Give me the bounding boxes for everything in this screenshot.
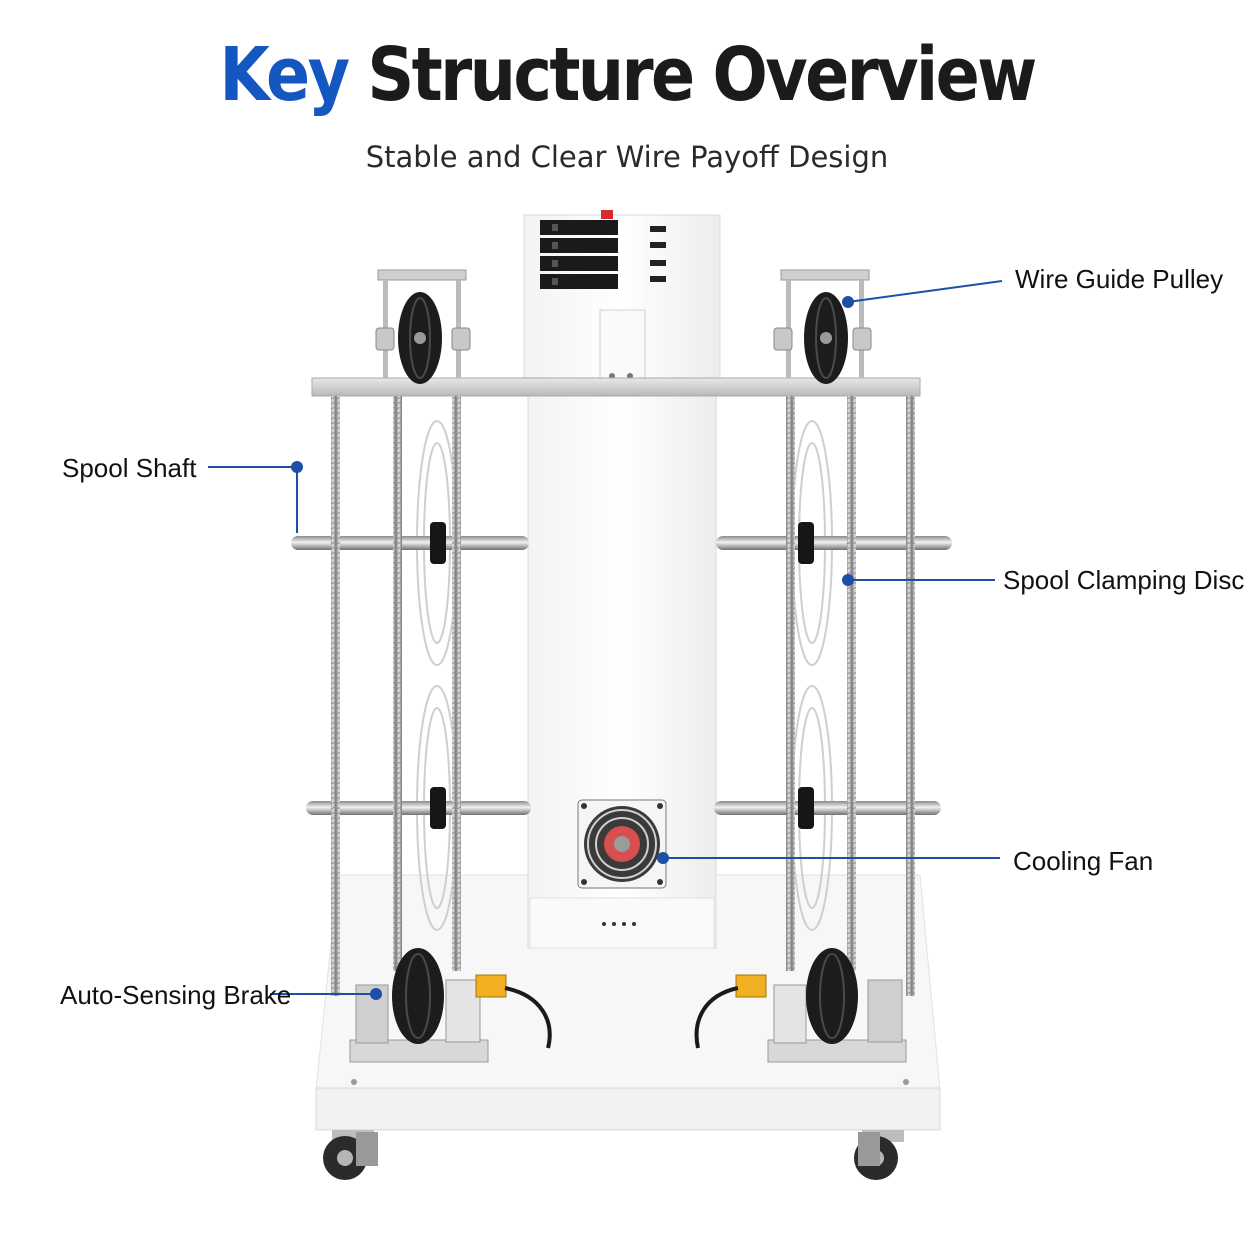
- title-rest: Structure Overview: [367, 32, 1037, 118]
- callout-auto-sensing-brake: Auto-Sensing Brake: [60, 980, 292, 1010]
- wire-guide-pulley-right: [773, 269, 872, 384]
- title-accent: Key: [219, 32, 350, 118]
- spool-clamping-disc-lower-left: [430, 787, 446, 829]
- spool-shaft-lower-right: [714, 801, 941, 815]
- callout-lines: [208, 280, 1003, 1000]
- spool-shaft-upper-left: [291, 536, 529, 550]
- callout-spool-shaft: Spool Shaft: [62, 453, 197, 483]
- wire-guide-pulley-left: [375, 269, 471, 384]
- spool-shaft-upper-right: [716, 536, 952, 550]
- callout-wire-guide-pulley: Wire Guide Pulley: [1015, 264, 1224, 294]
- auto-sensing-brake-right: [694, 948, 907, 1063]
- callout-cooling-fan: Cooling Fan: [1013, 846, 1154, 876]
- caster-right: [854, 1130, 904, 1180]
- page-title: Key Structure Overview: [75, 38, 1179, 112]
- spool-clamping-disc-lower-right: [798, 787, 814, 829]
- spool-clamping-disc-upper-left: [430, 522, 446, 564]
- cooling-fan: [577, 799, 667, 889]
- spool-shaft-lower-left: [306, 801, 531, 815]
- auto-sensing-brake-left: [349, 948, 552, 1063]
- top-crossbar: [311, 377, 921, 397]
- spool-clamping-disc-upper-right: [798, 522, 814, 564]
- callout-spool-clamping-disc: Spool Clamping Disc: [1003, 565, 1245, 595]
- threaded-rods: [331, 396, 915, 996]
- control-panel: [540, 210, 666, 289]
- central-tower: [523, 214, 721, 949]
- page-subtitle: Stable and Clear Wire Payoff Design: [365, 140, 889, 174]
- indicator-dots: [602, 922, 636, 926]
- caster-left: [323, 1130, 378, 1180]
